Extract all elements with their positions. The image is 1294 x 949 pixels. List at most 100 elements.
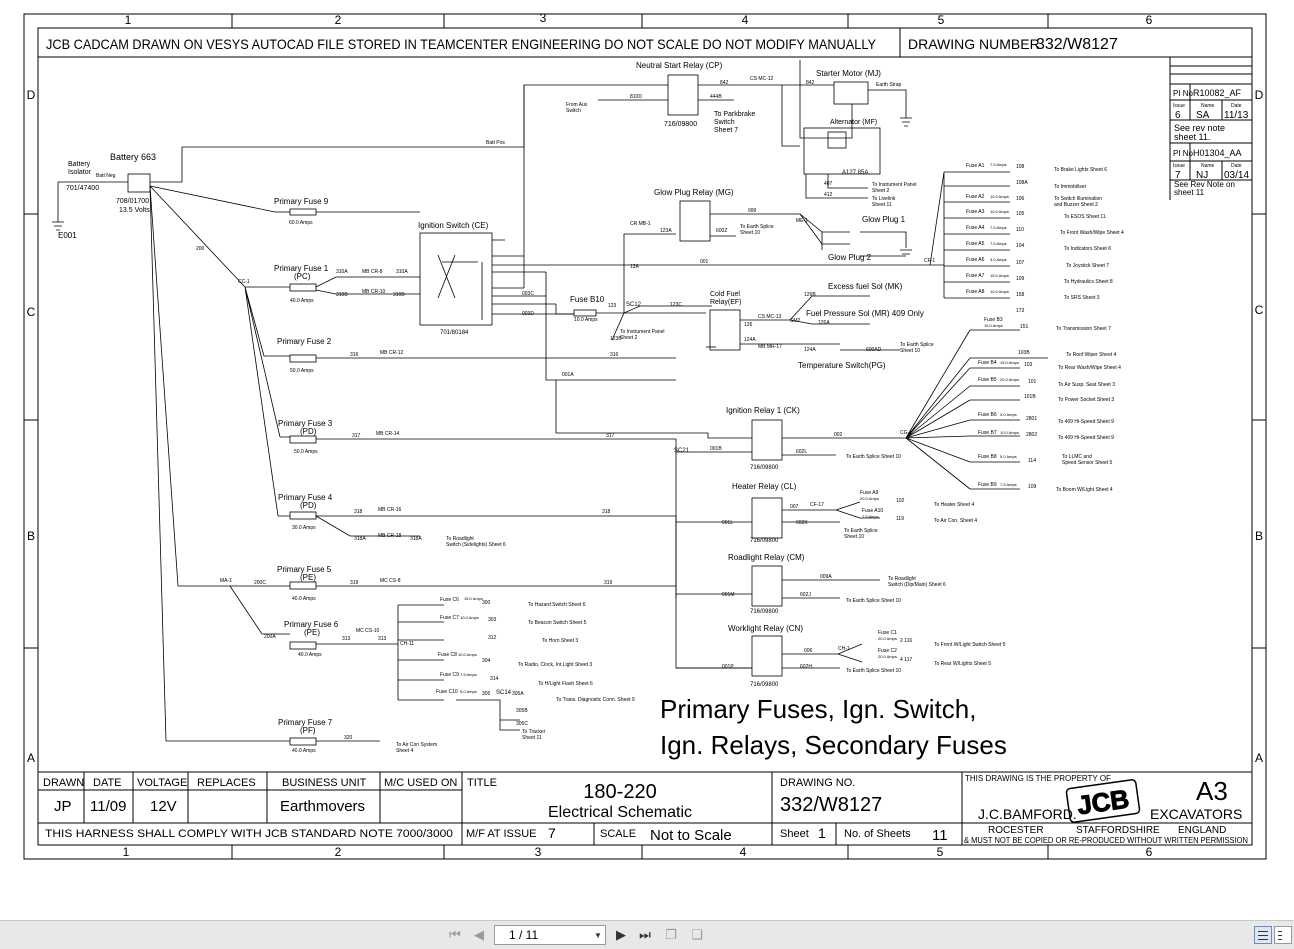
wire-label: 006 <box>804 648 813 654</box>
fuse-label: Primary Fuse 7 <box>278 718 333 727</box>
destination-label: To Power Socket Sheet 3 <box>1058 397 1114 403</box>
wire-label: 412 <box>824 192 833 198</box>
wire-label: 101 <box>1028 379 1037 385</box>
diagram-caption: Ign. Relays, Secondary Fuses <box>660 730 1007 760</box>
connector-label: CF-17 <box>810 502 824 508</box>
fuse-rating: 20.0 Amps <box>1000 377 1019 382</box>
fuse-rating: 60.0 Amps <box>289 220 313 226</box>
wire-label: 305C <box>516 721 528 727</box>
copy-notice: & MUST NOT BE COPIED OR RE-PRODUCED WITH… <box>964 836 1248 845</box>
wire-label: Batt Neg <box>96 173 116 179</box>
col-label: 4 <box>742 13 749 27</box>
destination-label: To Earth Splice Sheet 10 <box>846 454 901 460</box>
header-notice: JCB CADCAM DRAWN ON VESYS AUTOCAD FILE S… <box>46 36 877 52</box>
wire-label: 318A <box>354 536 366 542</box>
destination-label: To SRS Sheet 3 <box>1064 295 1100 301</box>
property-label: THIS DRAWING IS THE PROPERTY OF <box>965 774 1111 783</box>
scale-label: SCALE <box>600 828 636 840</box>
wire-label: 126A <box>818 320 830 326</box>
wire-label: 200 <box>196 246 205 252</box>
wire-label: 310B <box>336 292 348 298</box>
row-label: A <box>27 751 35 765</box>
wire-label: 114 <box>1028 458 1036 464</box>
fuse-label: Fuse B10 <box>570 295 605 304</box>
fuse-code: (PD) <box>300 501 317 510</box>
wire-label: 314 <box>490 676 499 682</box>
sheets-label: No. of Sheets <box>844 828 911 840</box>
component-label: Alternator (MF) <box>830 119 877 126</box>
relay-label: Heater Relay (CL) <box>732 482 797 491</box>
fuse-rating: 7.5 Amps <box>990 162 1007 167</box>
mc-used-label: M/C USED ON <box>384 777 457 789</box>
fuse-rating: 10.0 Amps <box>990 194 1009 199</box>
component-label: Temperature Switch(PG) <box>798 361 886 370</box>
col-label: 2 <box>335 845 342 859</box>
fuse-code: (PD) <box>300 427 317 436</box>
col-label: 4 <box>740 845 747 859</box>
fuse-label: Primary Fuse 3 <box>278 419 333 428</box>
location: ROCESTER <box>988 825 1044 836</box>
destination-label: To Boom W/Light Sheet 4 <box>1056 487 1113 493</box>
drawn-value: JP <box>54 798 72 815</box>
component-label: Glow Plug 2 <box>828 253 872 262</box>
connector-label: CH-11 <box>400 641 414 647</box>
fuse-label: Fuse A10 <box>862 508 883 514</box>
wire-label: Batt Pos <box>486 140 505 146</box>
wire-label: 124A <box>744 337 756 343</box>
destination-label: To Air Con. Sheet 4 <box>934 518 977 524</box>
component-label: Fuel Pressure Sol (MR) 409 Only <box>806 309 924 318</box>
destination-label: To Radio, Clock, Int.Light Sheet 3 <box>518 662 592 668</box>
business-unit-label: BUSINESS UNIT <box>282 777 367 789</box>
row-label: B <box>27 529 35 543</box>
wire-label: 173 <box>1016 308 1025 314</box>
wire-label: 001A <box>562 372 574 378</box>
fuse-label: Fuse B4 <box>978 360 997 366</box>
wire-label: 108 <box>1016 164 1025 170</box>
wire-label: 110 <box>1016 227 1024 233</box>
wire-label: 106 <box>1016 196 1025 202</box>
title-label: TITLE <box>467 777 497 789</box>
wire-label: 600AD <box>866 347 882 353</box>
two-page-view-button[interactable] <box>1274 926 1292 944</box>
col-label: 3 <box>535 845 542 859</box>
drawing-number-label: DRAWING NUMBER <box>908 36 1040 52</box>
col-label: 1 <box>125 13 132 27</box>
fuse-rating: 20.0 Amps <box>860 496 879 501</box>
destination-label: To Heater Sheet 4 <box>934 502 975 508</box>
first-page-button[interactable]: ⏮ <box>446 926 464 944</box>
wire-label: 126 <box>744 322 753 328</box>
fuse-rating: 40.0 Amps <box>290 298 314 304</box>
single-page-view-button[interactable] <box>1254 926 1272 944</box>
fuse-label: Fuse C9 <box>440 672 459 678</box>
destination-label: To 409 Hi-Speed Sheet 9 <box>1058 419 1114 425</box>
wire-label: 123C <box>670 302 682 308</box>
wiring <box>52 60 1048 746</box>
previous-page-button[interactable]: ◀ <box>470 926 488 944</box>
destination-label: To Rear W/Lights Sheet 5 <box>934 661 991 667</box>
sheet-size: A3 <box>1196 776 1228 806</box>
copy-page-button[interactable]: ❐ <box>662 926 680 944</box>
name-label: Name <box>1201 103 1215 109</box>
pi-label: PI No <box>1173 149 1194 158</box>
wire-label: 001 <box>700 259 709 265</box>
row-label: D <box>1255 88 1264 102</box>
location: ENGLAND <box>1178 825 1226 836</box>
fuse-rating: 30.0 Amps <box>292 525 316 531</box>
fuse-rating: 20.0 Amps <box>878 636 897 641</box>
duplicate-page-button[interactable]: ❑ <box>688 926 706 944</box>
wire-label: 318 <box>602 509 611 515</box>
relay-label: Neutral Start Relay (CP) <box>636 61 723 70</box>
next-page-button[interactable]: ▶ <box>612 926 630 944</box>
last-page-button[interactable]: ⏭ <box>636 926 654 944</box>
connector-label: CS MC-13 <box>758 314 782 320</box>
fuse-label: Fuse A6 <box>966 257 985 263</box>
wire-label: 126B <box>804 292 816 298</box>
page-select[interactable]: 1 / 11 ▼ <box>494 925 606 945</box>
wire-label: 313 <box>378 636 387 642</box>
last-page-icon: ⏭ <box>639 927 651 942</box>
wire-label: 316 <box>610 352 619 358</box>
fuse-label: Fuse C8 <box>438 652 457 658</box>
